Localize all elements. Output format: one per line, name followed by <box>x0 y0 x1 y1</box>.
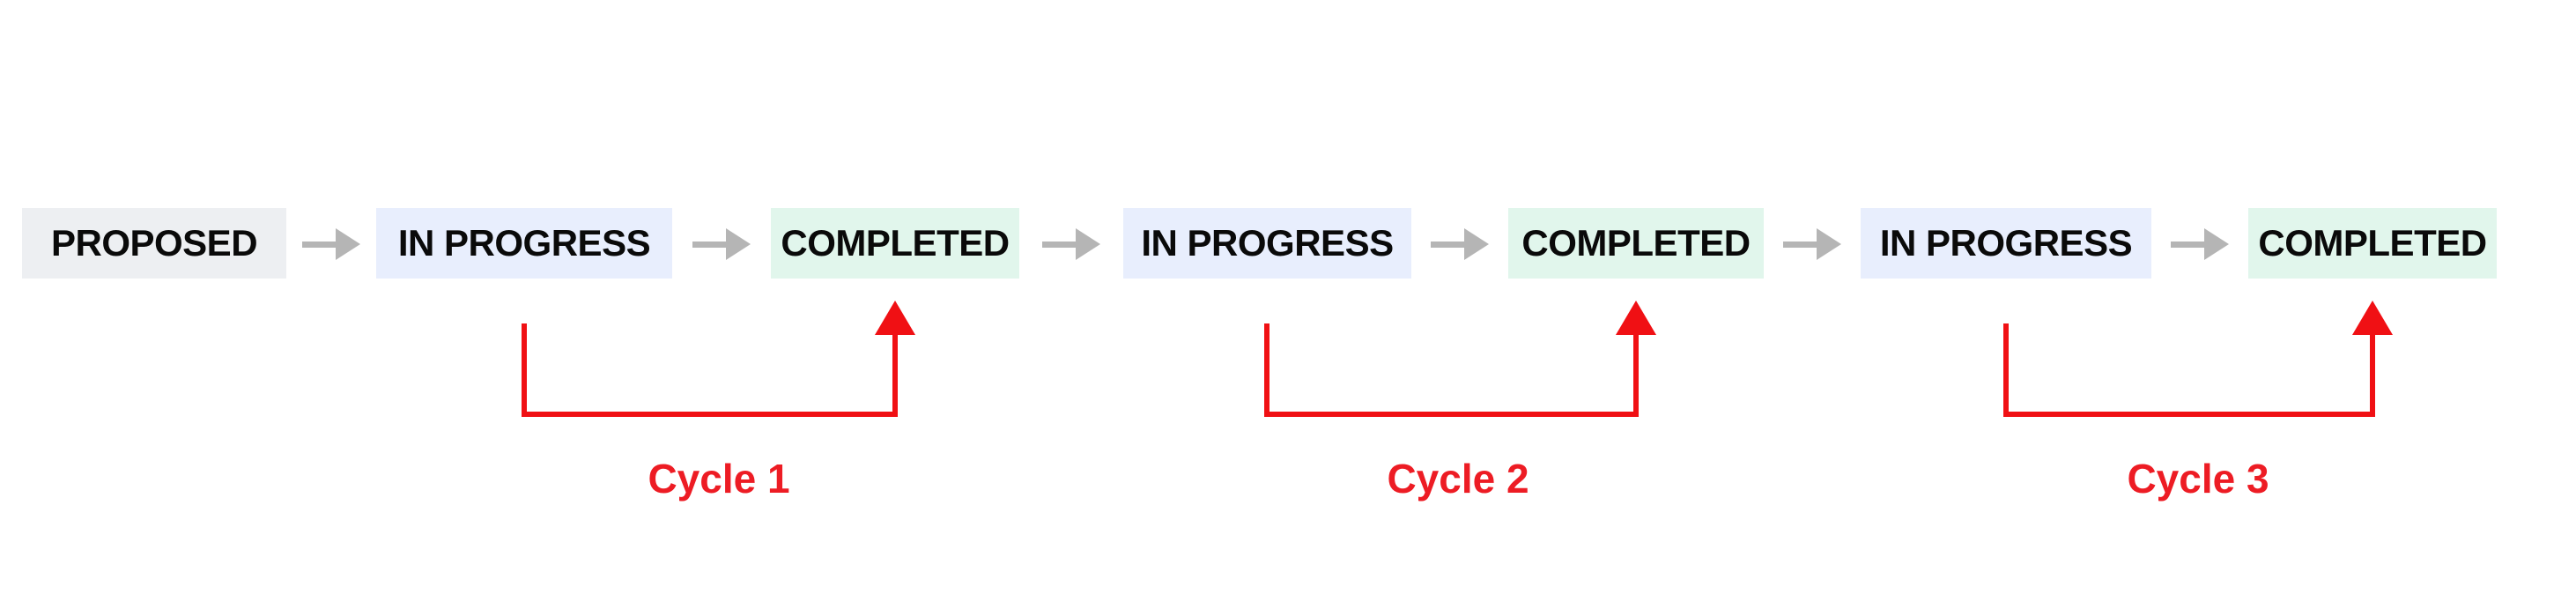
flow-arrow-head <box>1464 228 1489 260</box>
state-box-in-progress-2: IN PROGRESS <box>1123 208 1411 279</box>
cycle1-label: Cycle 1 <box>648 456 790 502</box>
flow-arrow-shaft <box>1783 241 1820 248</box>
flow-arrow-shaft <box>302 241 339 248</box>
flow-arrow-shaft <box>1042 241 1079 248</box>
flow-arrow-icon <box>1042 228 1100 260</box>
cycle2-arrowhead-icon <box>1616 301 1656 335</box>
state-box-completed-1: COMPLETED <box>771 208 1019 279</box>
flow-arrow-icon <box>1431 228 1489 260</box>
state-box-completed-3: COMPLETED <box>2248 208 2497 279</box>
cycle3-left-line <box>2003 323 2009 417</box>
cycle1-left-line <box>522 323 527 417</box>
state-box-completed-2: COMPLETED <box>1508 208 1764 279</box>
cycle1-arrowhead-icon <box>875 301 915 335</box>
flow-arrow-shaft <box>1431 241 1468 248</box>
flow-arrow-head <box>336 228 360 260</box>
state-box-in-progress-3: IN PROGRESS <box>1861 208 2151 279</box>
flow-arrow-icon <box>1783 228 1841 260</box>
cycle2-left-line <box>1264 323 1269 417</box>
cycle3-arrowhead-icon <box>2352 301 2393 335</box>
cycle2-right-line <box>1633 333 1639 417</box>
flow-arrow-shaft <box>692 241 729 248</box>
state-box-proposed: PROPOSED <box>22 208 286 279</box>
cycle3-bottom-line <box>2003 412 2375 417</box>
flow-arrow-icon <box>302 228 360 260</box>
flow-arrow-head <box>1817 228 1841 260</box>
flow-arrow-icon <box>692 228 751 260</box>
cycle3-right-line <box>2370 333 2375 417</box>
state-box-in-progress-1: IN PROGRESS <box>376 208 672 279</box>
flow-arrow-head <box>726 228 751 260</box>
flow-arrow-head <box>1076 228 1100 260</box>
cycle2-label: Cycle 2 <box>1387 456 1529 502</box>
cycle1-right-line <box>892 333 898 417</box>
cycle1-bottom-line <box>522 412 898 417</box>
flow-arrow-head <box>2204 228 2229 260</box>
cycle2-bottom-line <box>1264 412 1639 417</box>
flow-arrow-shaft <box>2171 241 2208 248</box>
flow-arrow-icon <box>2171 228 2229 260</box>
cycle3-label: Cycle 3 <box>2127 456 2269 502</box>
